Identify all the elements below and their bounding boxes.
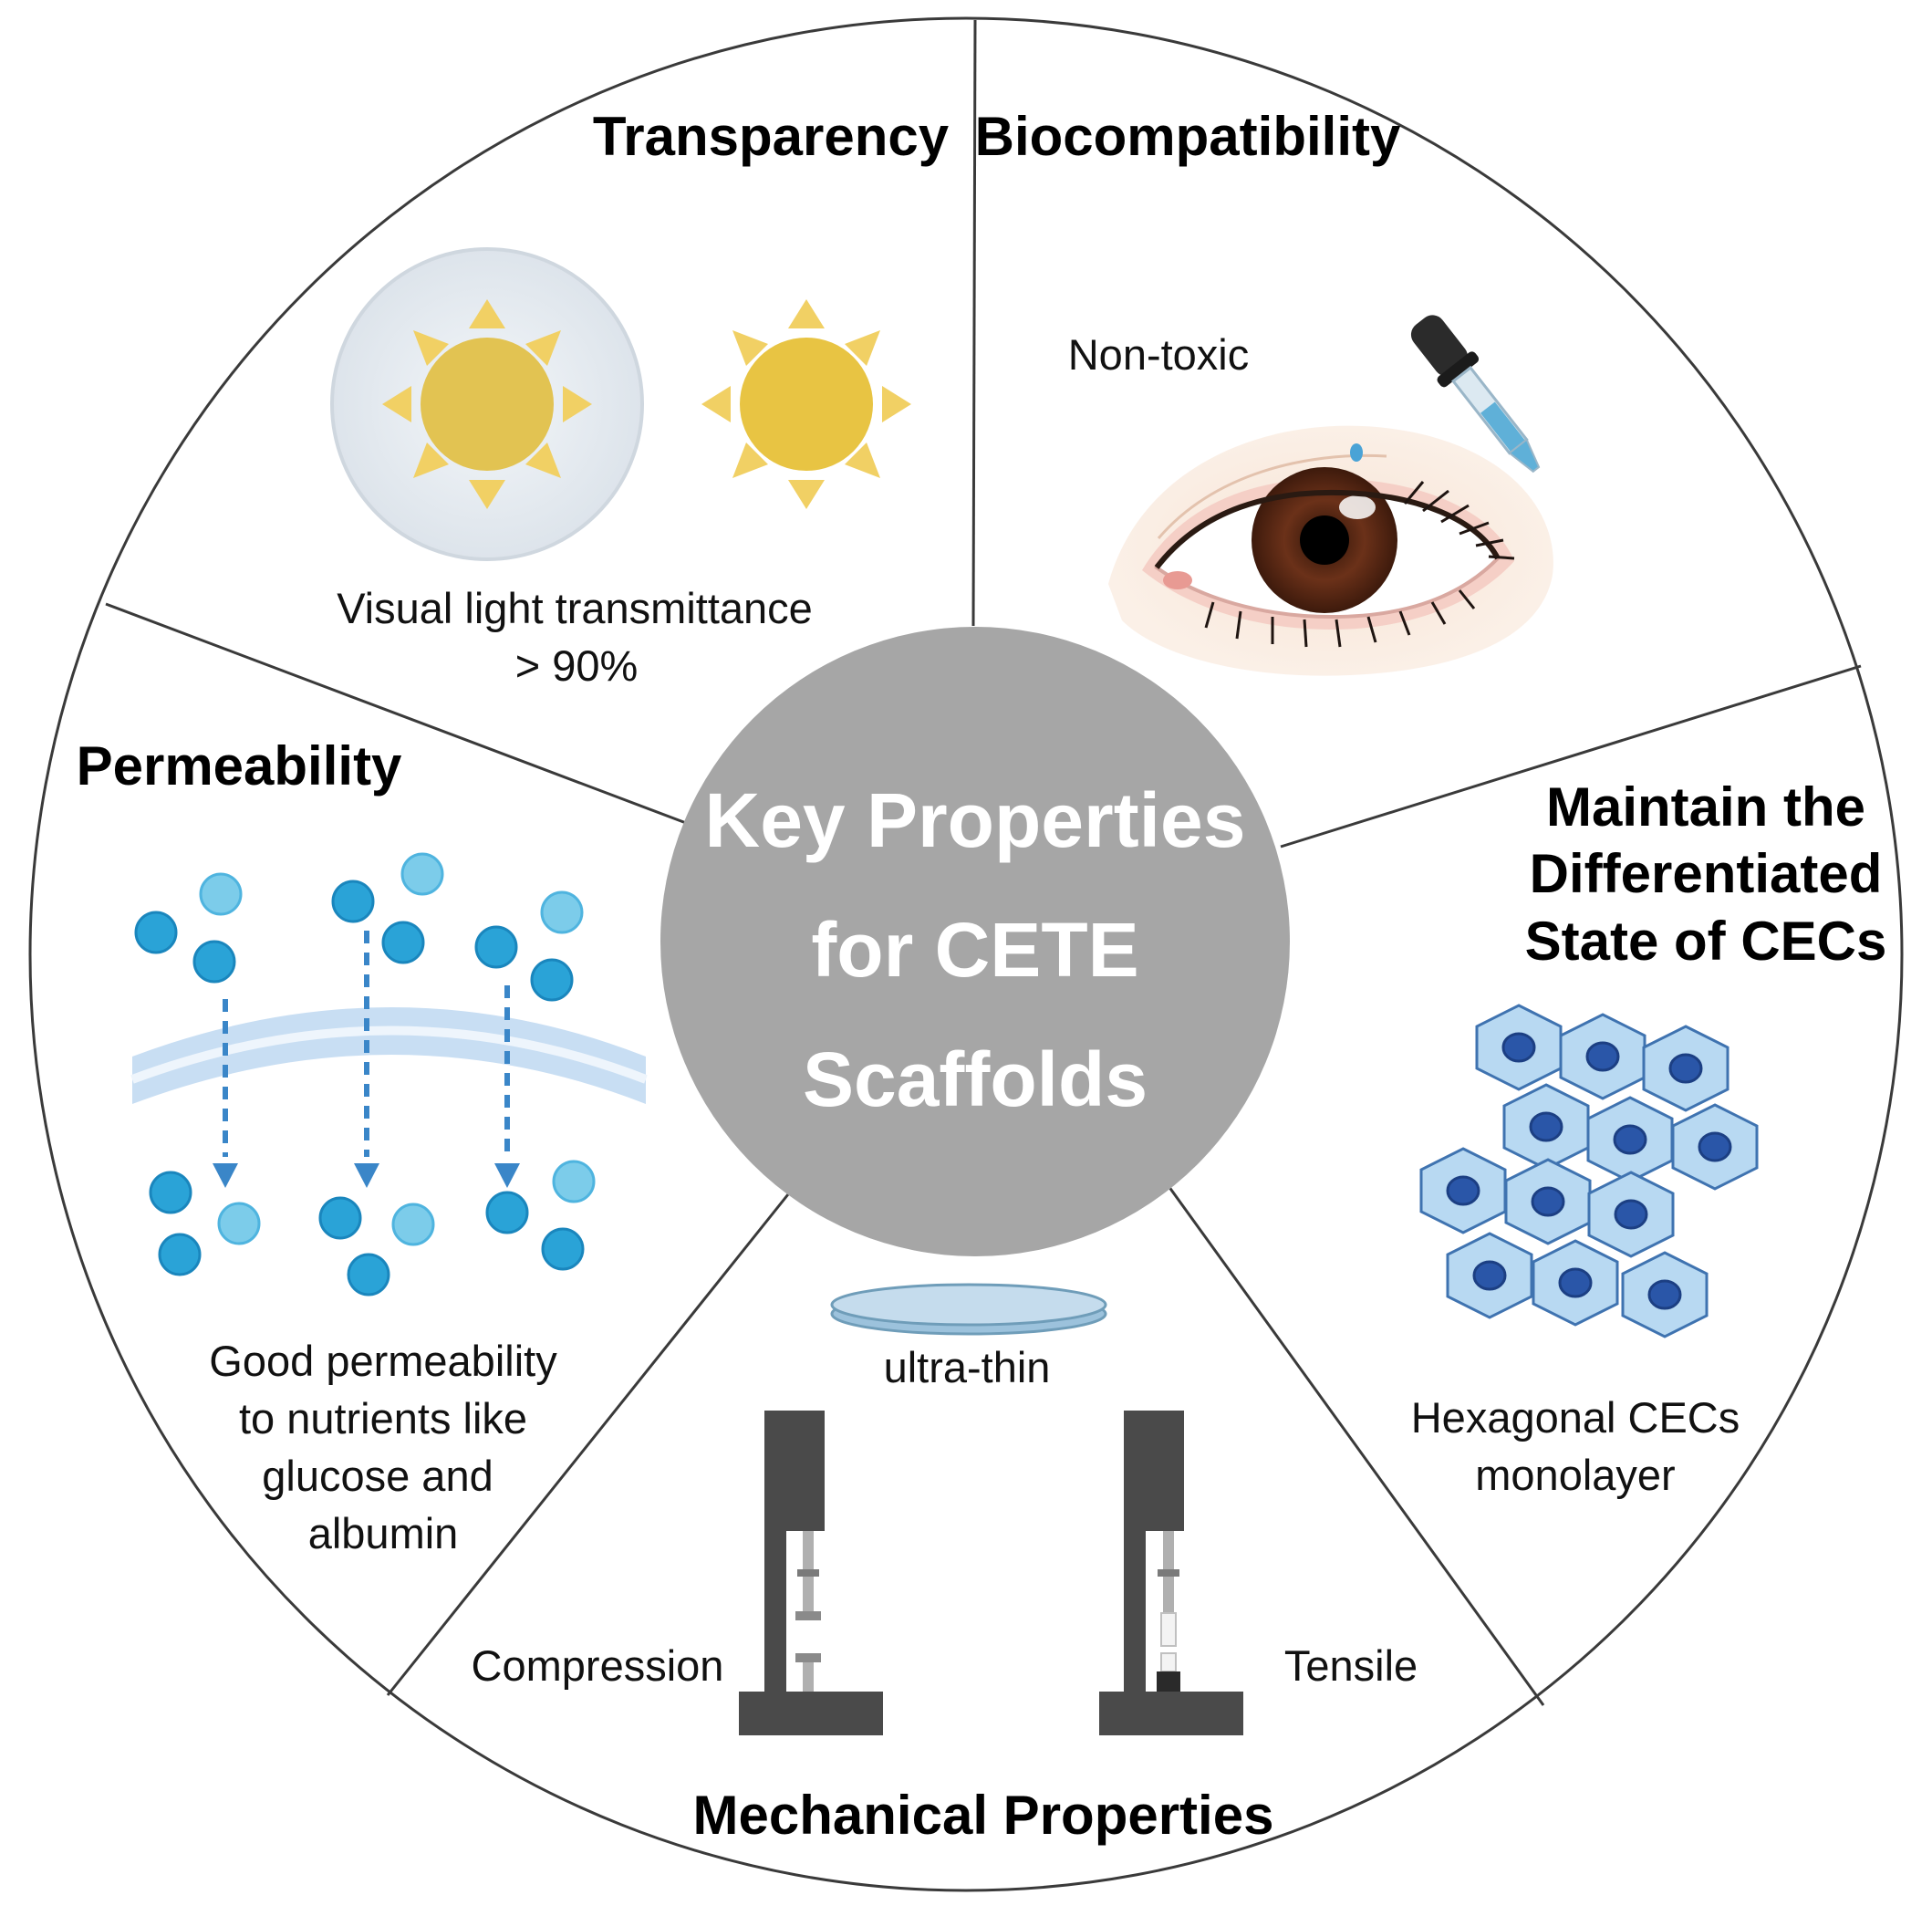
permeability-caption-line3: glucose and [262,1452,493,1500]
center-circle [660,627,1290,1256]
differentiated-caption-line1: Hexagonal CECs [1411,1393,1740,1442]
transparency-caption-line1: Visual light transmittance [337,584,813,632]
differentiated-title-line2: Differentiated [1530,843,1883,904]
hexagonal-cells-icon [1419,1004,1759,1338]
differentiated-title-line3: State of CECs [1525,911,1887,972]
permeability-title: Permeability [77,735,402,797]
sun-in-lens-icon [330,247,644,561]
differentiated-state-section: Maintain the Differentiated State of CEC… [1411,776,1887,1499]
divider-lower-left [386,1189,794,1696]
center-hub: Key Properties for CETE Scaffolds [660,627,1290,1256]
sun-icon [701,299,911,509]
transparency-caption-line2: > 90% [515,641,639,690]
biocompatibility-section: Biocompatibility Non-toxic [975,106,1553,676]
permeability-caption-line1: Good permeability [209,1337,557,1385]
center-title-line1: Key Properties [705,777,1246,863]
transparency-section: Transparency [330,106,950,690]
section-dividers [105,19,1862,1706]
center-title-line3: Scaffolds [803,1036,1148,1122]
tensile-tester-icon [1099,1411,1243,1735]
molecule-particles [134,852,596,1296]
membrane-icon [130,1007,648,1104]
mechanical-properties-title: Mechanical Properties [693,1785,1274,1846]
permeability-caption-line2: to nutrients like [239,1394,527,1442]
tensile-label: Tensile [1284,1641,1418,1690]
divider-top [971,19,977,627]
permeability-caption-line4: albumin [308,1509,459,1557]
thin-film-icon [830,1283,1107,1336]
divider-lower-right [1162,1179,1545,1706]
non-toxic-label: Non-toxic [1068,330,1250,379]
eye-icon [1108,425,1553,676]
transparency-title: Transparency [593,106,950,167]
divider-upper-right [1280,664,1862,849]
arrowheads [213,1163,520,1188]
differentiated-title-line1: Maintain the [1546,776,1865,838]
dropper-icon [1350,315,1541,474]
permeability-section: Permeability [77,735,648,1557]
diffusion-arrows [223,931,510,1157]
mechanical-section: ultra-thin Compression Tensile Mechanica… [472,1283,1418,1846]
compression-tester-icon [739,1411,883,1735]
compression-label: Compression [472,1641,724,1690]
center-title-line2: for CETE [811,907,1138,993]
differentiated-caption-line2: monolayer [1475,1451,1675,1499]
biocompatibility-title: Biocompatibility [975,106,1401,167]
ultra-thin-label: ultra-thin [884,1343,1051,1391]
divider-upper-left [105,602,694,828]
